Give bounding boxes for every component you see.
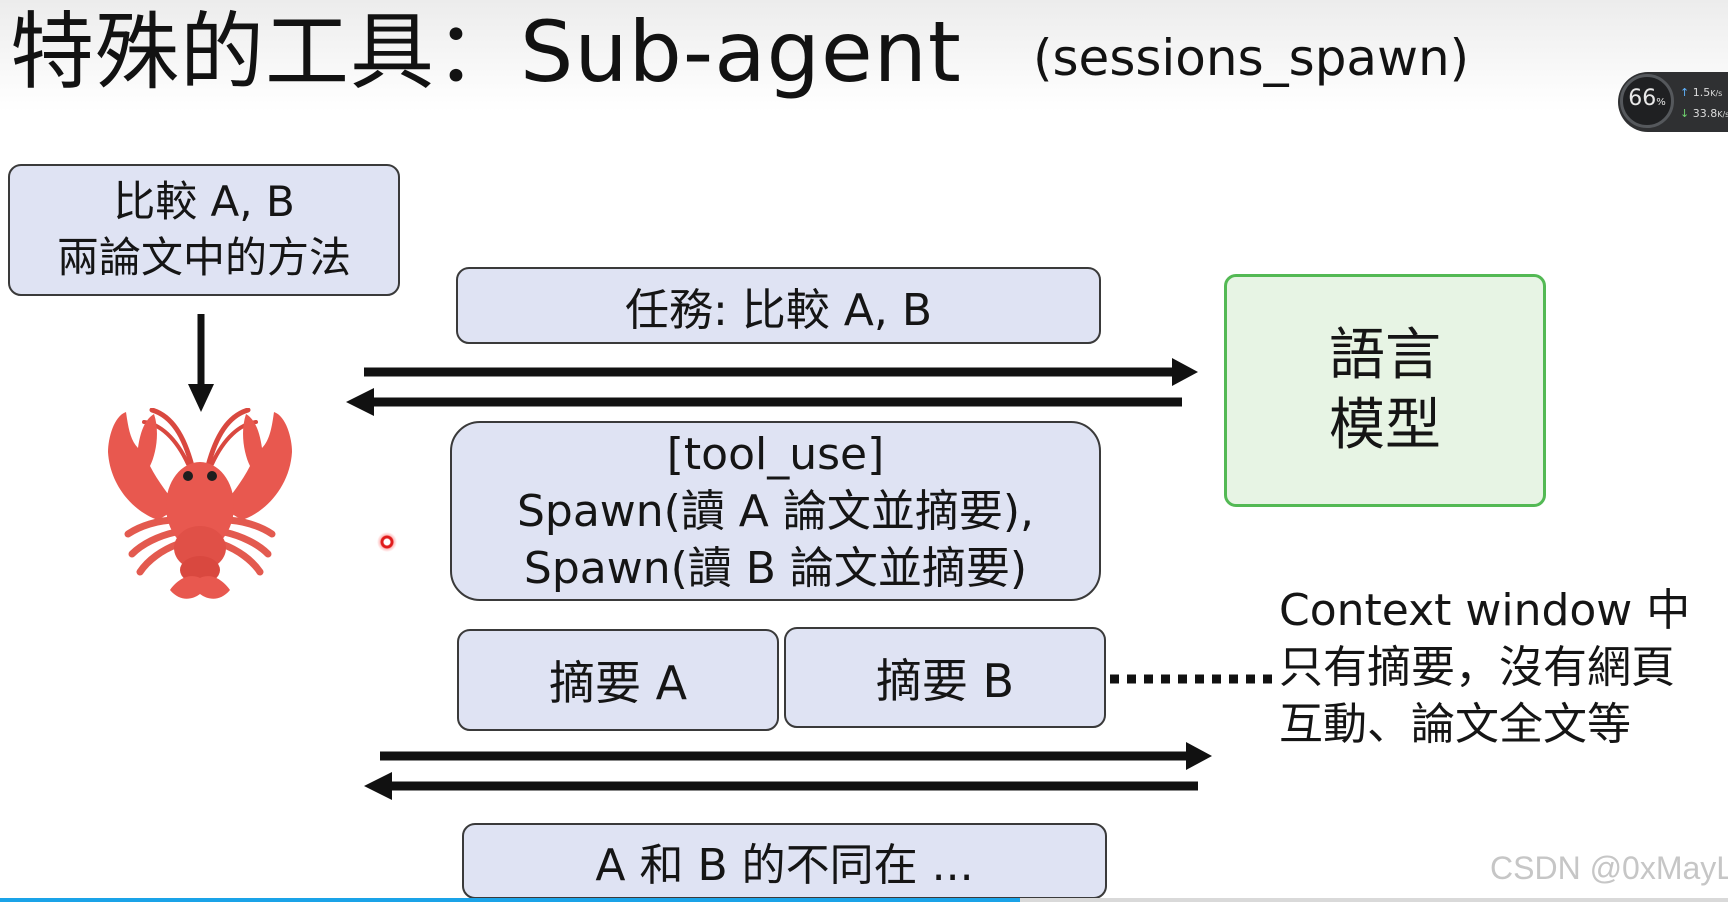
task-box: 任務: 比較 A, B xyxy=(456,267,1101,344)
video-progress-fill xyxy=(0,898,1020,902)
user-prompt-line2: 兩論文中的方法 xyxy=(56,233,351,282)
tool-use-tag: [tool_use] xyxy=(666,428,885,480)
upload-speed: ↑ 1.5K/s xyxy=(1680,86,1723,99)
download-speed: ↓ 33.8K/s xyxy=(1680,107,1728,120)
spawn-call-a: Spawn(讀 A 論文並摘要), xyxy=(516,485,1035,537)
agent-to-model-arrowhead xyxy=(1172,358,1198,386)
user-prompt-line1: 比較 A, B xyxy=(113,177,295,226)
context-note-line3: 互動、論文全文等 xyxy=(1279,699,1631,750)
user-prompt-box: 比較 A, B 兩論文中的方法 xyxy=(8,164,400,296)
agent-to-model-arrowhead-2 xyxy=(1186,742,1212,770)
lobster-icon xyxy=(108,408,292,599)
spawn-call-b: Spawn(讀 B 論文並摘要) xyxy=(523,542,1028,594)
slide-title-sub: (sessions_spawn) xyxy=(1033,29,1470,87)
language-model-line2: 模型 xyxy=(1329,392,1441,458)
summary-b-text: 摘要 B xyxy=(875,653,1015,708)
model-to-agent-arrowhead xyxy=(346,388,374,416)
result-box: A 和 B 的不同在 ... xyxy=(462,823,1107,899)
title-band xyxy=(0,0,1728,112)
task-text: 任務: 比較 A, B xyxy=(624,284,933,336)
network-load-percent: 66% xyxy=(1628,86,1666,111)
summary-a-text: 摘要 A xyxy=(548,656,688,710)
tool-use-box: [tool_use] Spawn(讀 A 論文並摘要), Spawn(讀 B 論… xyxy=(450,421,1101,601)
model-to-agent-arrowhead-2 xyxy=(364,772,392,800)
summary-a-box: 摘要 A xyxy=(457,629,779,731)
summary-b-box: 摘要 B xyxy=(784,627,1106,728)
language-model-box: 語言 模型 xyxy=(1224,274,1546,507)
slide-title: 特殊的工具：Sub-agent xyxy=(10,3,962,101)
download-arrow-icon: ↓ xyxy=(1680,107,1690,120)
context-note-line2: 只有摘要，沒有網頁 xyxy=(1279,642,1675,693)
upload-arrow-icon: ↑ xyxy=(1680,86,1690,99)
watermark: CSDN @0xMayL xyxy=(1490,850,1728,886)
context-window-note: Context window 中 只有摘要，沒有網頁 互動、論文全文等 xyxy=(1279,582,1719,753)
laser-pointer-dot xyxy=(377,532,397,552)
prompt-to-agent-arrowhead xyxy=(188,384,214,412)
context-note-line1: Context window 中 xyxy=(1279,585,1691,636)
result-text: A 和 B 的不同在 ... xyxy=(595,840,974,891)
language-model-line1: 語言 xyxy=(1329,322,1441,388)
video-progress-bar[interactable] xyxy=(0,898,1728,902)
gauge-icon xyxy=(1620,74,1674,128)
